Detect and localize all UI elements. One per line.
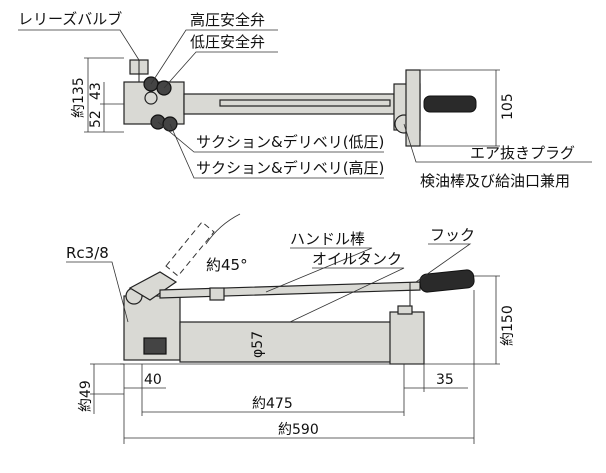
- label-high-pressure-valve: 高圧安全弁: [190, 11, 265, 29]
- dim-upper-label: 43: [88, 82, 104, 100]
- valve-part: [144, 91, 158, 105]
- leader-low-pressure: [163, 51, 278, 89]
- label-dipstick-fill-port: 検油棒及び給油口兼用: [420, 172, 570, 190]
- leader-air-vent: [403, 123, 592, 163]
- dim-height-label: 約150: [500, 305, 516, 346]
- dim-lower-label: 52: [88, 110, 104, 128]
- handle-clamp: [209, 287, 225, 301]
- top-view: 約135 43 52 105 レリーズバルブ 高圧安全弁 低圧安全弁 サクション…: [18, 10, 592, 190]
- leader-release-valve: [18, 29, 140, 61]
- air-vent-plug-side: [397, 305, 413, 315]
- angle-arc: [205, 213, 241, 245]
- handle-rod-side: [159, 281, 421, 299]
- label-low-pressure-valve: 低圧安全弁: [190, 33, 265, 51]
- leader-handle: [265, 247, 373, 293]
- label-suction-delivery-high: サクション&デリベリ(高圧): [196, 159, 384, 177]
- dim-total-height-label: 約135: [71, 77, 87, 118]
- handle-grip-top: [423, 95, 477, 113]
- dim-tank-length-label: 約475: [252, 396, 293, 412]
- label-diameter: φ57: [250, 331, 266, 358]
- dim-left-offset-label: 40: [144, 372, 162, 388]
- raised-handle-outline: [165, 221, 215, 277]
- rear-block-side: [389, 311, 425, 365]
- label-angle: 約45°: [206, 256, 248, 274]
- dim-base-height-label: 約49: [78, 380, 94, 412]
- leader-hook: [415, 243, 472, 283]
- handle-grip-side: [419, 269, 475, 293]
- leader-suction-high: [169, 123, 384, 179]
- label-handle: ハンドル棒: [290, 230, 365, 248]
- port-block: [143, 337, 167, 355]
- leader-suction-low: [157, 121, 384, 153]
- label-suction-delivery-low: サクション&デリベリ(低圧): [196, 133, 384, 151]
- label-release-valve: レリーズバルブ: [18, 10, 122, 28]
- leader-high-pressure: [150, 29, 278, 85]
- label-port: Rc3/8: [66, 244, 109, 262]
- oil-tank-side: [179, 321, 395, 363]
- label-oil-tank: オイルタンク: [312, 250, 402, 268]
- label-air-vent-plug: エア抜きプラグ: [470, 144, 575, 162]
- side-view: Rc3/8 約45° ハンドル棒 オイルタンク フック φ57 約150 約49…: [66, 213, 516, 444]
- handle-rod-top: [219, 99, 391, 107]
- handle-socket: [128, 271, 178, 301]
- dim-total-length-label: 約590: [278, 422, 319, 438]
- leader-oil-tank: [289, 267, 405, 323]
- label-hook: フック: [430, 226, 475, 244]
- dim-right-offset-label: 35: [436, 372, 454, 388]
- dim-right-height-label: 105: [500, 93, 516, 120]
- rear-plate-top: [405, 69, 421, 147]
- leader-port: [66, 261, 129, 323]
